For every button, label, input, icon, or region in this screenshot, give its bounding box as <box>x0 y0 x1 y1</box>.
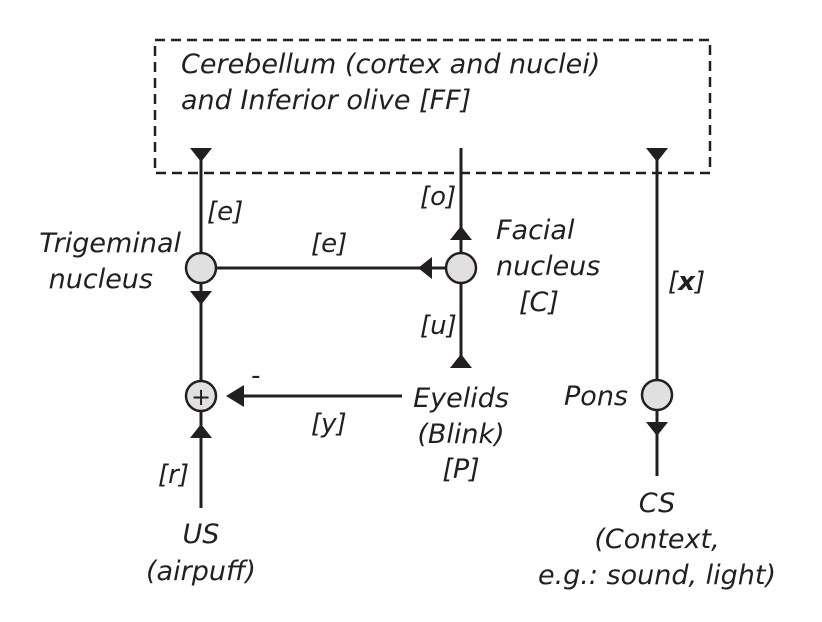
facial-label-line1: Facial <box>496 215 575 246</box>
cs-label-line3: e.g.: sound, light) <box>538 560 776 591</box>
trigeminal-down-arrow <box>190 291 212 305</box>
cerebellum-label-line2: and Inferior olive [FF] <box>181 85 471 116</box>
signal-x-close-bracket: ] <box>694 267 705 297</box>
cs-label-line2: (Context, <box>594 524 719 555</box>
trigeminal-label-line2: nucleus <box>49 264 153 295</box>
us-label-line1: US <box>183 519 220 550</box>
signal-minus-label: - <box>251 361 260 391</box>
signal-u-label: [u] <box>420 311 457 341</box>
cs-label-line1: CS <box>639 488 676 519</box>
trigeminal-node <box>184 251 218 285</box>
cerebellum-input-arrow-right <box>646 148 668 162</box>
signal-x-label: [x] <box>668 267 705 297</box>
signal-e-horizontal-label: [e] <box>311 229 347 259</box>
facial-node <box>444 251 478 285</box>
signal-x-variable: x <box>676 267 696 297</box>
sum-symbol: + <box>191 383 211 411</box>
trigeminal-label-line1: Trigeminal <box>39 228 181 259</box>
us-label-line2: (airpuff) <box>146 556 256 587</box>
sum-input-arrow-from-eyelids <box>226 385 244 407</box>
signal-o-label: [o] <box>420 182 456 212</box>
trigeminal-input-arrow-from-facial <box>418 257 432 279</box>
cerebellum-label-line1: Cerebellum (cortex and nuclei) <box>181 49 600 80</box>
facial-label-line2: nucleus <box>496 251 600 282</box>
eyelids-label-line1: Eyelids <box>413 383 509 414</box>
pons-output-arrow <box>646 422 668 436</box>
sum-input-arrow-from-us <box>190 424 212 438</box>
signal-r-label: [r] <box>158 460 189 490</box>
eyelids-label-line2: (Blink) <box>417 419 504 450</box>
pons-node <box>640 378 674 412</box>
cerebellum-output-arrow-left <box>190 148 212 162</box>
eyelids-up-arrow <box>450 354 472 368</box>
facial-label-line3: [C] <box>519 287 559 318</box>
pons-label: Pons <box>564 381 628 412</box>
facial-input-arrow-top <box>450 226 472 240</box>
signal-y-label: [y] <box>311 409 347 439</box>
eyelids-label-line3: [P] <box>442 454 479 485</box>
cerebellum-box <box>153 38 712 175</box>
signal-x-open-bracket: [ <box>668 267 679 297</box>
signal-e-vertical-label: [e] <box>207 197 243 227</box>
